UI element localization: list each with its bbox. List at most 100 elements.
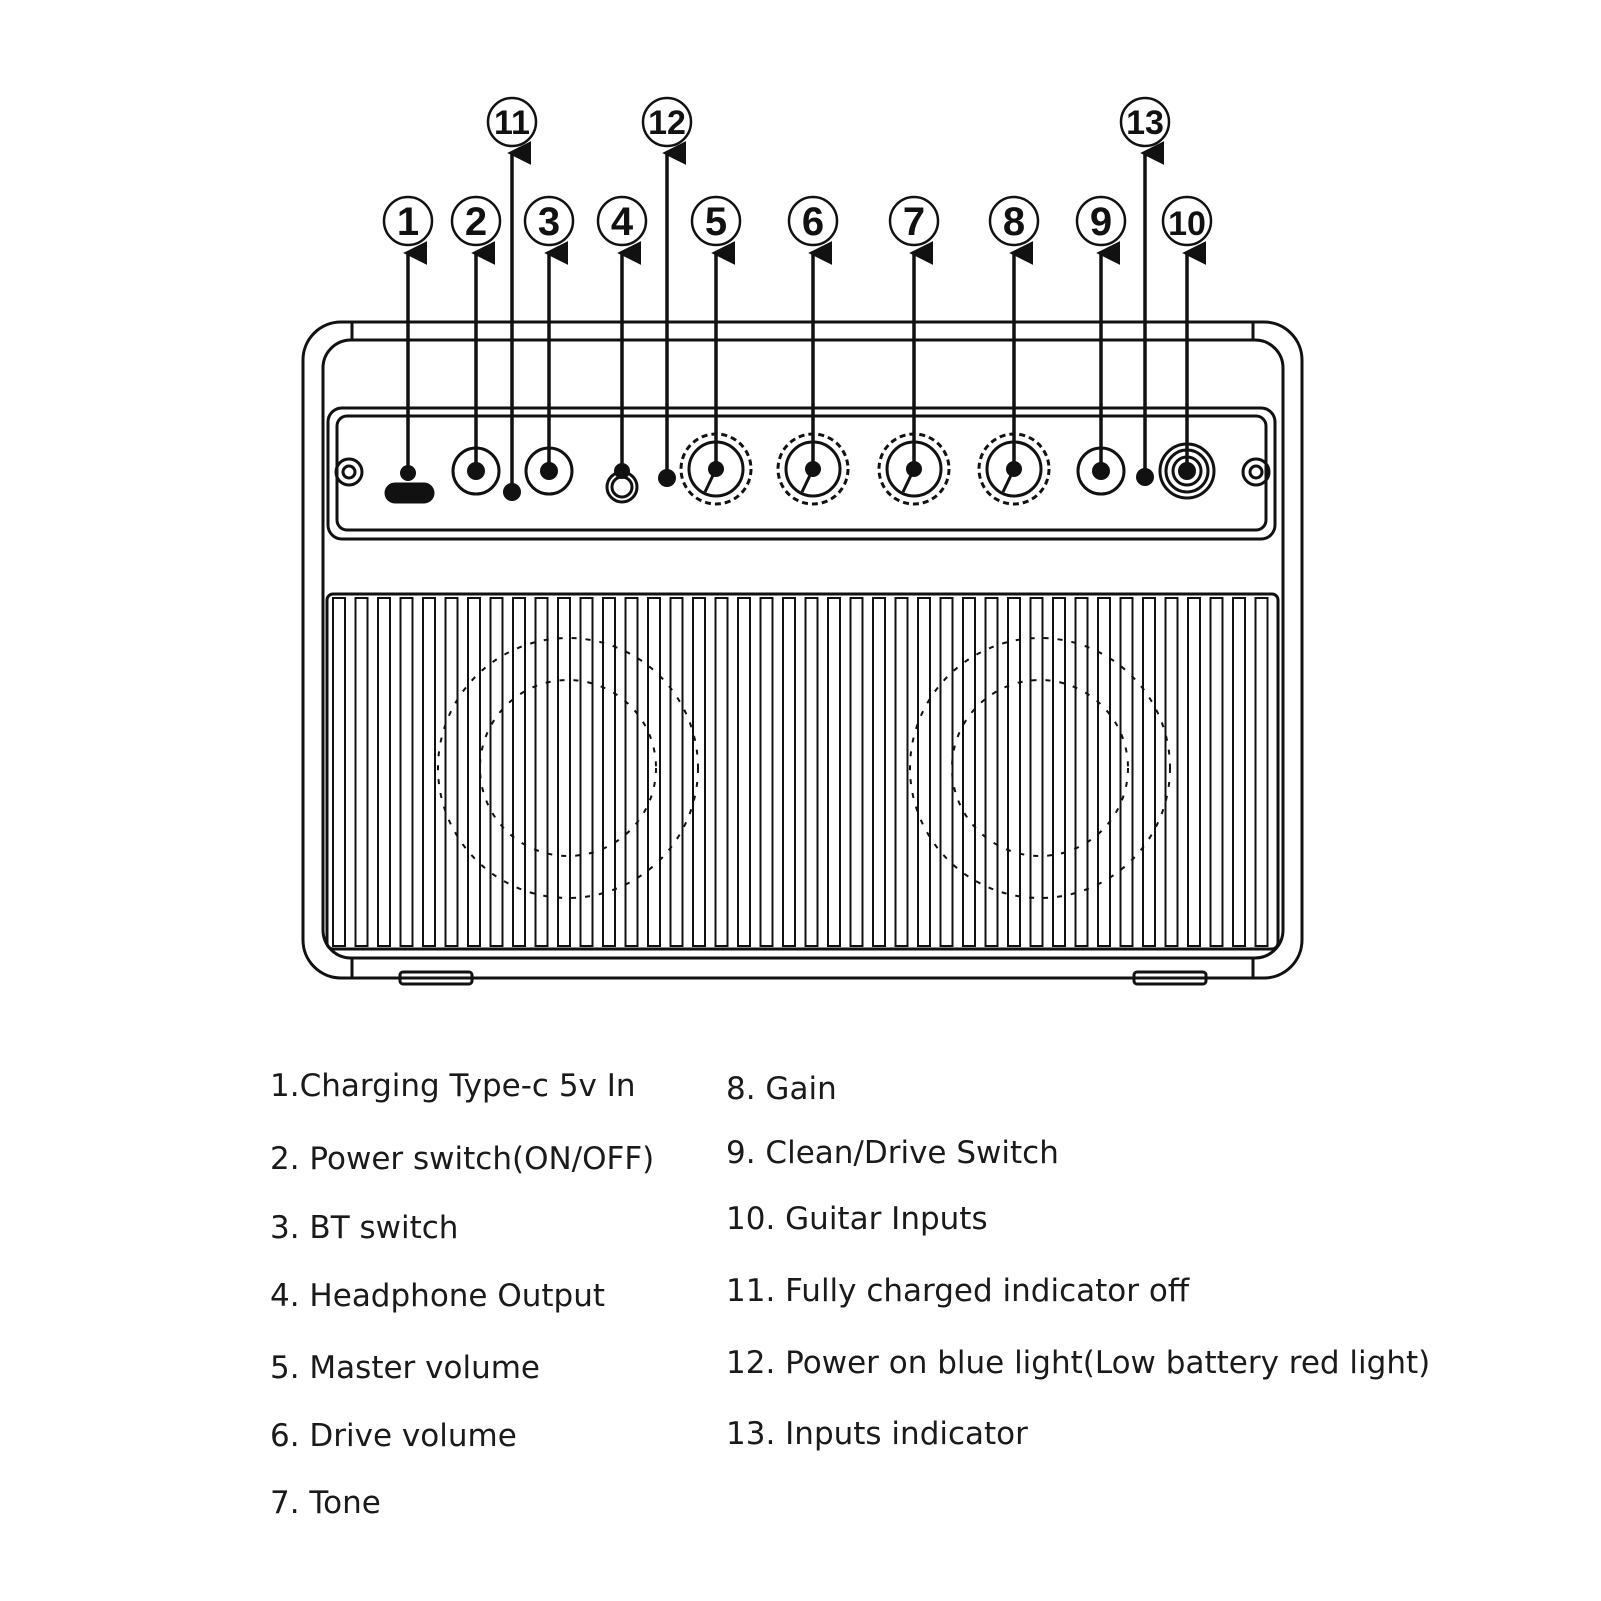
led-power — [658, 469, 676, 487]
legend-item-8: 8. Gain — [726, 1071, 837, 1107]
legend-item-10: 10. Guitar Inputs — [726, 1201, 988, 1237]
indicator-dot-5 — [708, 461, 724, 477]
callout-10: 10 — [1161, 195, 1213, 247]
grille-bar — [624, 597, 639, 947]
indicator-dots — [400, 461, 1196, 501]
grille-bar — [669, 597, 684, 947]
grille-bar — [1187, 597, 1201, 947]
callout-12-label: 12 — [648, 104, 686, 142]
legend-item-2: 2. Power switch(ON/OFF) — [270, 1141, 655, 1177]
callout-numbers: 1 2 3 4 5 6 7 8 9 10 11 12 13 — [382, 96, 1213, 247]
grille-bar — [1119, 597, 1134, 947]
legend-item-5: 5. Master volume — [270, 1350, 540, 1386]
legend-item-6: 6. Drive volume — [270, 1418, 517, 1454]
grille-bar — [939, 597, 954, 947]
grille-bars — [332, 597, 1269, 947]
cabinet-outer — [301, 320, 1304, 980]
legend-item-1: 1.Charging Type-c 5v In — [270, 1068, 636, 1104]
foot-left — [398, 970, 474, 986]
callout-11: 11 — [486, 96, 538, 148]
callout-1-label: 1 — [397, 200, 419, 244]
speaker-grille — [325, 592, 1280, 951]
grille-bar — [1164, 597, 1179, 947]
grille-bar — [467, 597, 481, 947]
grille-bar — [1209, 597, 1224, 947]
callout-2-label: 2 — [465, 200, 487, 244]
grille-bar — [489, 597, 504, 947]
grille-bar — [782, 597, 796, 947]
grille-bar — [1074, 597, 1089, 947]
callout-13-label: 13 — [1126, 104, 1164, 142]
speaker-cone-right — [909, 637, 1171, 899]
grille-bar — [714, 597, 729, 947]
callout-1: 1 — [382, 195, 434, 247]
indicator-dot-2 — [467, 462, 485, 480]
grille-bar — [827, 597, 841, 947]
grille-bar — [377, 597, 391, 947]
callout-4-label: 4 — [611, 200, 634, 244]
grille-bar — [332, 597, 346, 947]
callout-5: 5 — [690, 195, 742, 247]
legend-item-3: 3. BT switch — [270, 1210, 459, 1246]
callout-8: 8 — [988, 195, 1040, 247]
callout-3-label: 3 — [538, 200, 560, 244]
callout-13: 13 — [1119, 96, 1171, 148]
control-panel-outer — [326, 406, 1277, 541]
indicator-dot-6 — [805, 461, 821, 477]
grille-bar — [534, 597, 549, 947]
callout-7: 7 — [888, 195, 940, 247]
grille-bar — [759, 597, 774, 947]
callout-4: 4 — [596, 195, 648, 247]
indicator-dot-1 — [400, 465, 416, 481]
callout-11-label: 11 — [494, 104, 530, 142]
led-inputs — [1136, 468, 1154, 486]
amplifier-body — [301, 320, 1304, 986]
indicator-dot-10 — [1178, 462, 1196, 480]
screw-right — [1241, 457, 1271, 487]
indicator-dot-4 — [614, 463, 630, 479]
legend-item-12: 12. Power on blue light(Low battery red … — [726, 1345, 1431, 1381]
callout-3: 3 — [523, 195, 575, 247]
grille-bar — [692, 597, 706, 947]
cabinet-inner — [321, 338, 1285, 960]
callout-7-label: 7 — [903, 200, 925, 244]
grille-bar — [917, 597, 931, 947]
grille-bar — [422, 597, 436, 947]
grille-bar — [894, 597, 909, 947]
callout-6-label: 6 — [802, 200, 824, 244]
grille-bar — [1232, 597, 1246, 947]
callout-9-label: 9 — [1090, 200, 1112, 244]
led-fully-charged — [503, 483, 521, 501]
grille-bar — [512, 597, 526, 947]
indicator-dot-7 — [906, 461, 922, 477]
grille-bar — [984, 597, 999, 947]
grille-bar — [579, 597, 594, 947]
legend-item-13: 13. Inputs indicator — [726, 1416, 1028, 1452]
grille-bar — [962, 597, 976, 947]
foot-right — [1132, 970, 1208, 986]
grille-bar — [557, 597, 571, 947]
grille-bar — [1029, 597, 1044, 947]
grille-bar — [737, 597, 751, 947]
indicator-dot-8 — [1006, 461, 1022, 477]
usb-c-port — [384, 482, 435, 504]
legend-item-7: 7. Tone — [270, 1485, 381, 1521]
grille-bar — [872, 597, 886, 947]
grille-bar — [1052, 597, 1066, 947]
legend-item-9: 9. Clean/Drive Switch — [726, 1135, 1059, 1171]
grille-bar — [354, 597, 369, 947]
indicator-dot-9 — [1092, 462, 1110, 480]
callout-5-label: 5 — [705, 200, 727, 244]
grille-bar — [849, 597, 864, 947]
speaker-cone-left — [437, 637, 699, 899]
legend-item-4: 4. Headphone Output — [270, 1278, 606, 1314]
callout-8-label: 8 — [1003, 200, 1025, 244]
grille-bar — [399, 597, 414, 947]
grille-bar — [1007, 597, 1021, 947]
indicator-dot-3 — [540, 462, 558, 480]
callout-2: 2 — [450, 195, 502, 247]
grille-bar — [647, 597, 661, 947]
screw-left — [334, 457, 364, 487]
callout-9: 9 — [1075, 195, 1127, 247]
